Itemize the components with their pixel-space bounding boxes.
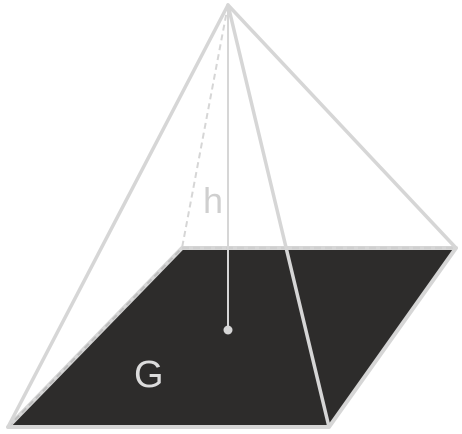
edge-front-left [6, 3, 230, 429]
height-foot-point [223, 325, 233, 335]
height-label: h [203, 180, 223, 221]
base-label: G [134, 354, 164, 396]
base-face [6, 246, 458, 429]
edge-front-right [226, 3, 331, 429]
hidden-edge-base-left [7, 247, 183, 428]
edge-back-right [226, 3, 458, 250]
hidden-edge-back-left [181, 4, 229, 249]
